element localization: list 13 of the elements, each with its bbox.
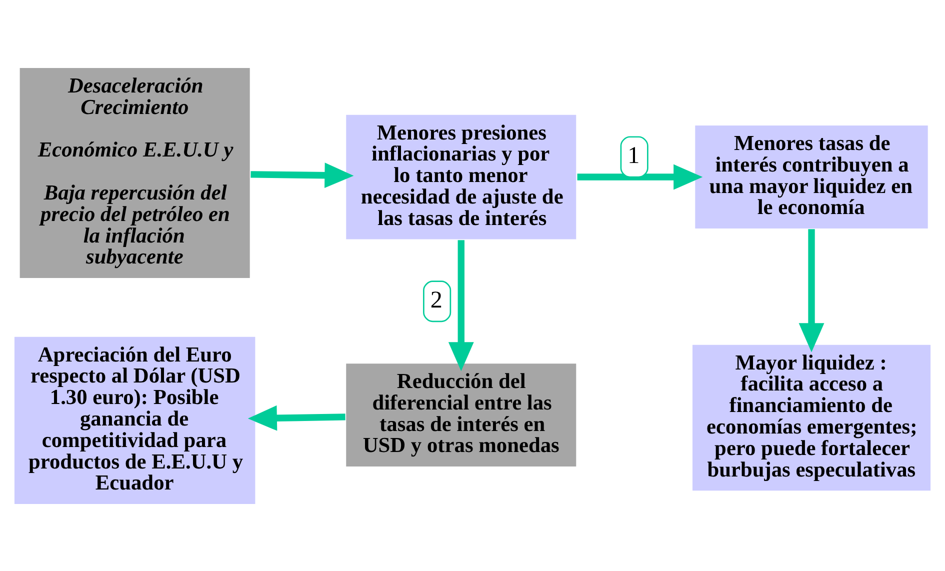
arrow [448, 240, 474, 371]
node-box: Apreciación del Euro respecto al Dólar (USD 1.30 euro): Posible ganancia de competitividad para productos de E.E.U.U y Ecuador [13, 334, 257, 505]
node-box: Desaceleración Crecimiento Económico E.E.U.U y Baja repercusión del precio del petróleo en la inflación subyacente [18, 66, 252, 279]
edge-label: 1 [628, 142, 640, 168]
edge-label: 2 [430, 286, 442, 313]
arrow [248, 404, 346, 430]
node-box: Mayor liquidez : facilita acceso a financiamiento de economías emergentes; pero puede fortalecer burbujas especulativas [691, 343, 932, 492]
arrow [798, 228, 824, 352]
node-box: Menores tasas de interés contribuyen a una mayor liquidez en le economía [694, 124, 930, 230]
node-box: Reducción del diferencial entre las tasas de interés en USD y otras monedas [344, 362, 578, 468]
arrow [250, 162, 354, 188]
node-box: Menores presiones inflacionarias y por lo tanto menor necesidad de ajuste de las tasas de interés [344, 112, 578, 240]
arrow [577, 164, 703, 190]
